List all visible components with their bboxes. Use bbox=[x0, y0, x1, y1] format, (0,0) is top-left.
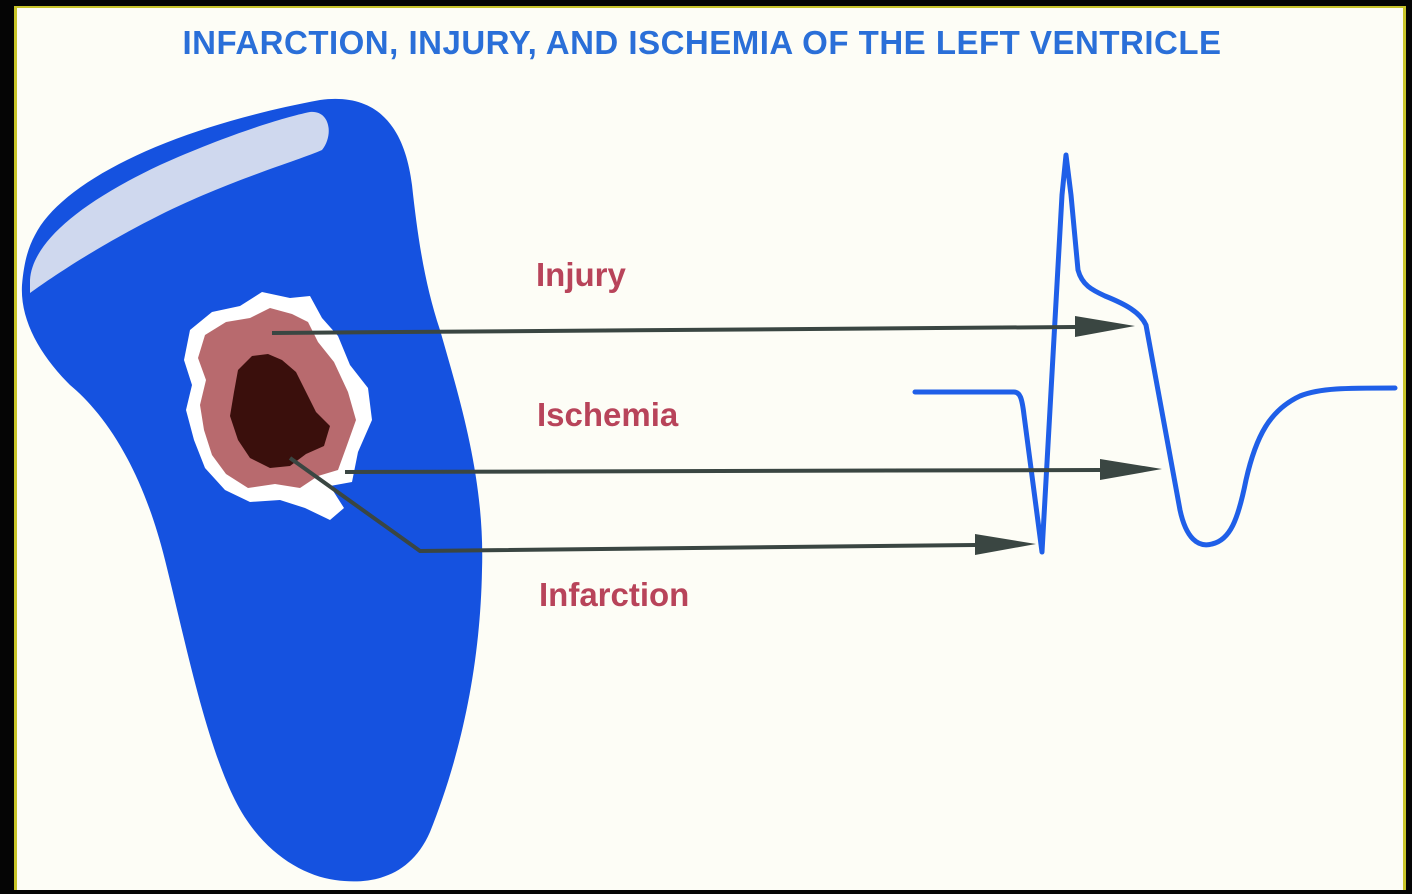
diagram-title: INFARCTION, INJURY, AND ISCHEMIA OF THE … bbox=[0, 24, 1404, 62]
ecg-trace-line bbox=[915, 155, 1395, 552]
injury-label: Injury bbox=[536, 256, 626, 294]
ischemia-label: Ischemia bbox=[537, 396, 678, 434]
infarction-label: Infarction bbox=[539, 576, 689, 614]
